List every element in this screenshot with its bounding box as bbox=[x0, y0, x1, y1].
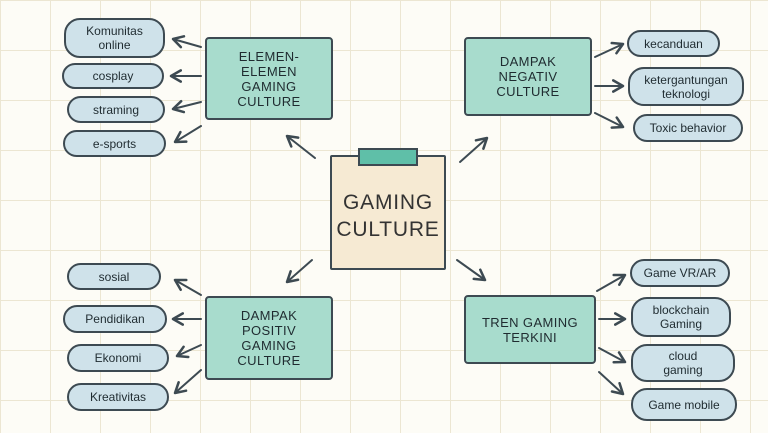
leaf-positiv-3: Ekonomi bbox=[67, 344, 169, 372]
clipboard-clip bbox=[358, 148, 418, 166]
node-positiv-label: DAMPAK POSITIV GAMING CULTURE bbox=[237, 308, 301, 368]
leaf-label: Toxic behavior bbox=[649, 121, 727, 135]
center-title: GAMING CULTURE bbox=[336, 190, 440, 241]
arrow-tren-leaf-4 bbox=[598, 371, 625, 396]
leaf-positiv-2: Pendidikan bbox=[63, 305, 167, 333]
node-negativ-label: DAMPAK NEGATIV CULTURE bbox=[496, 54, 560, 99]
leaf-label: e-sports bbox=[92, 136, 137, 151]
leaf-label: Game VR/AR bbox=[643, 266, 717, 280]
leaf-label: Kreativitas bbox=[89, 390, 147, 404]
leaf-label: ketergantungan teknologi bbox=[644, 72, 728, 101]
leaf-negativ-3: Toxic behavior bbox=[633, 114, 743, 142]
leaf-label: kecanduan bbox=[644, 36, 703, 51]
arrow-elemen-leaf-4 bbox=[173, 125, 202, 144]
leaf-tren-3: cloud gaming bbox=[631, 344, 735, 382]
leaf-elemen-1: Komunitas online bbox=[64, 18, 165, 58]
leaf-negativ-2: ketergantungan teknologi bbox=[628, 67, 744, 106]
leaf-tren-2: blockchain Gaming bbox=[631, 297, 731, 337]
leaf-label: Komunitas online bbox=[86, 24, 143, 52]
node-positiv: DAMPAK POSITIV GAMING CULTURE bbox=[205, 296, 333, 380]
leaf-positiv-4: Kreativitas bbox=[67, 383, 169, 411]
leaf-label: sosial bbox=[98, 269, 130, 284]
leaf-label: Game mobile bbox=[648, 397, 720, 412]
arrow-positiv-leaf-4 bbox=[173, 369, 202, 395]
arrow-to-negativ bbox=[459, 136, 489, 163]
leaf-label: cosplay bbox=[92, 69, 134, 83]
arrow-positiv-leaf-1 bbox=[173, 278, 202, 296]
leaf-label: cloud gaming bbox=[663, 349, 703, 377]
arrow-elemen-leaf-1 bbox=[171, 35, 202, 49]
leaf-negativ-1: kecanduan bbox=[627, 30, 720, 57]
leaf-tren-4: Game mobile bbox=[631, 388, 737, 421]
arrow-tren-leaf-1 bbox=[596, 273, 627, 292]
leaf-label: blockchain Gaming bbox=[652, 303, 710, 331]
arrow-tren-leaf-3 bbox=[598, 347, 627, 364]
arrow-negativ-leaf-1 bbox=[594, 41, 625, 58]
leaf-elemen-2: cosplay bbox=[62, 63, 164, 89]
node-tren-label: TREN GAMING TERKINI bbox=[481, 314, 579, 345]
node-elemen-label: ELEMEN- ELEMEN GAMING CULTURE bbox=[237, 48, 301, 109]
arrow-to-elemen bbox=[285, 134, 316, 159]
node-elemen: ELEMEN- ELEMEN GAMING CULTURE bbox=[205, 37, 333, 120]
leaf-label: Pendidikan bbox=[85, 312, 145, 326]
arrow-negativ-leaf-3 bbox=[594, 112, 625, 129]
arrow-to-tren bbox=[456, 259, 487, 282]
arrow-elemen-leaf-3 bbox=[171, 99, 202, 114]
center-card: GAMING CULTURE bbox=[330, 155, 446, 270]
leaf-tren-1: Game VR/AR bbox=[630, 259, 730, 287]
arrow-positiv-leaf-3 bbox=[175, 344, 202, 359]
leaf-elemen-3: straming bbox=[67, 96, 165, 123]
leaf-elemen-4: e-sports bbox=[63, 130, 166, 157]
leaf-positiv-1: sosial bbox=[67, 263, 161, 290]
node-tren: TREN GAMING TERKINI bbox=[464, 295, 596, 364]
leaf-label: straming bbox=[92, 102, 139, 117]
arrow-to-positiv bbox=[285, 259, 313, 284]
node-negativ: DAMPAK NEGATIV CULTURE bbox=[464, 37, 592, 116]
leaf-label: Ekonomi bbox=[94, 351, 142, 365]
